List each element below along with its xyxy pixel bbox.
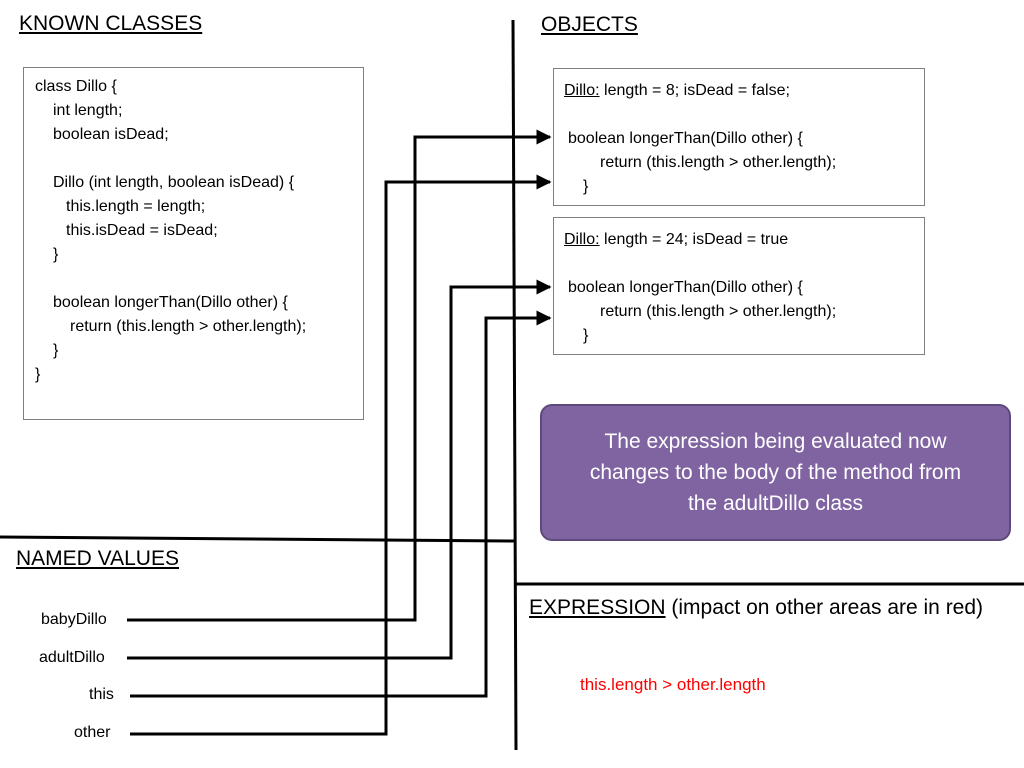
object-field-values: length = 24; isDead = true [604,231,789,248]
callout-line: The expression being evaluated now [604,430,947,453]
object-type-label: Dillo: [564,231,600,248]
reference-arrow-this [130,310,552,698]
expression-header: EXPRESSION (impact on other areas are in… [529,596,983,620]
object-field-values: length = 8; isDead = false; [604,82,790,99]
object-method-line: } [583,327,589,344]
named-value-adultdillo: adultDillo [39,649,105,666]
callout-line: changes to the body of the method from [589,461,962,484]
class-line: } [35,366,41,383]
expression-note: (impact on other areas are in red) [671,596,984,619]
class-line: Dillo (int length, boolean isDead) { [53,174,295,191]
class-line: class Dillo { [35,78,117,95]
object-type-label: Dillo: [564,82,600,99]
object-box-baby: Dillo: length = 8; isDead = false; boole… [553,68,925,206]
object-box-adult: Dillo: length = 24; isDead = true boolea… [553,217,925,355]
object-method-line: boolean longerThan(Dillo other) { [568,130,803,147]
reference-arrow-babydillo [127,129,552,622]
named-values-header: NAMED VALUES [16,547,179,570]
class-line: boolean longerThan(Dillo other) { [53,294,288,311]
class-line: this.isDead = isDead; [66,222,218,239]
class-line: int length; [53,102,123,119]
class-line: } [53,246,59,263]
object-method-line: return (this.length > other.length); [600,303,837,320]
object-fields: Dillo: length = 24; isDead = true [564,230,788,250]
current-expression: this.length > other.length [580,675,766,694]
class-line: boolean isDead; [53,126,169,143]
class-line: return (this.length > other.length); [70,318,307,335]
expression-label: EXPRESSION [529,596,666,619]
object-method-line: boolean longerThan(Dillo other) { [568,279,803,296]
named-value-this: this [89,686,114,703]
reference-arrow-other [130,174,552,736]
left-horizontal-divider [0,535,515,543]
callout-line: the adultDillo class [687,492,864,515]
reference-arrow-adultdillo [127,279,552,660]
named-value-babydillo: babyDillo [41,611,107,628]
object-method-line: return (this.length > other.length); [600,154,837,171]
vertical-divider [511,19,518,751]
class-line: } [53,342,59,359]
class-definition-box: class Dillo { int length; boolean isDead… [23,67,364,420]
known-classes-header: KNOWN CLASSES [19,12,203,35]
object-fields: Dillo: length = 8; isDead = false; [564,81,790,101]
objects-header: OBJECTS [541,13,638,36]
class-line: this.length = length; [66,198,206,215]
object-method-line: } [583,178,589,195]
named-value-other: other [74,724,111,741]
explanation-callout: The expression being evaluated now chang… [540,404,1011,541]
